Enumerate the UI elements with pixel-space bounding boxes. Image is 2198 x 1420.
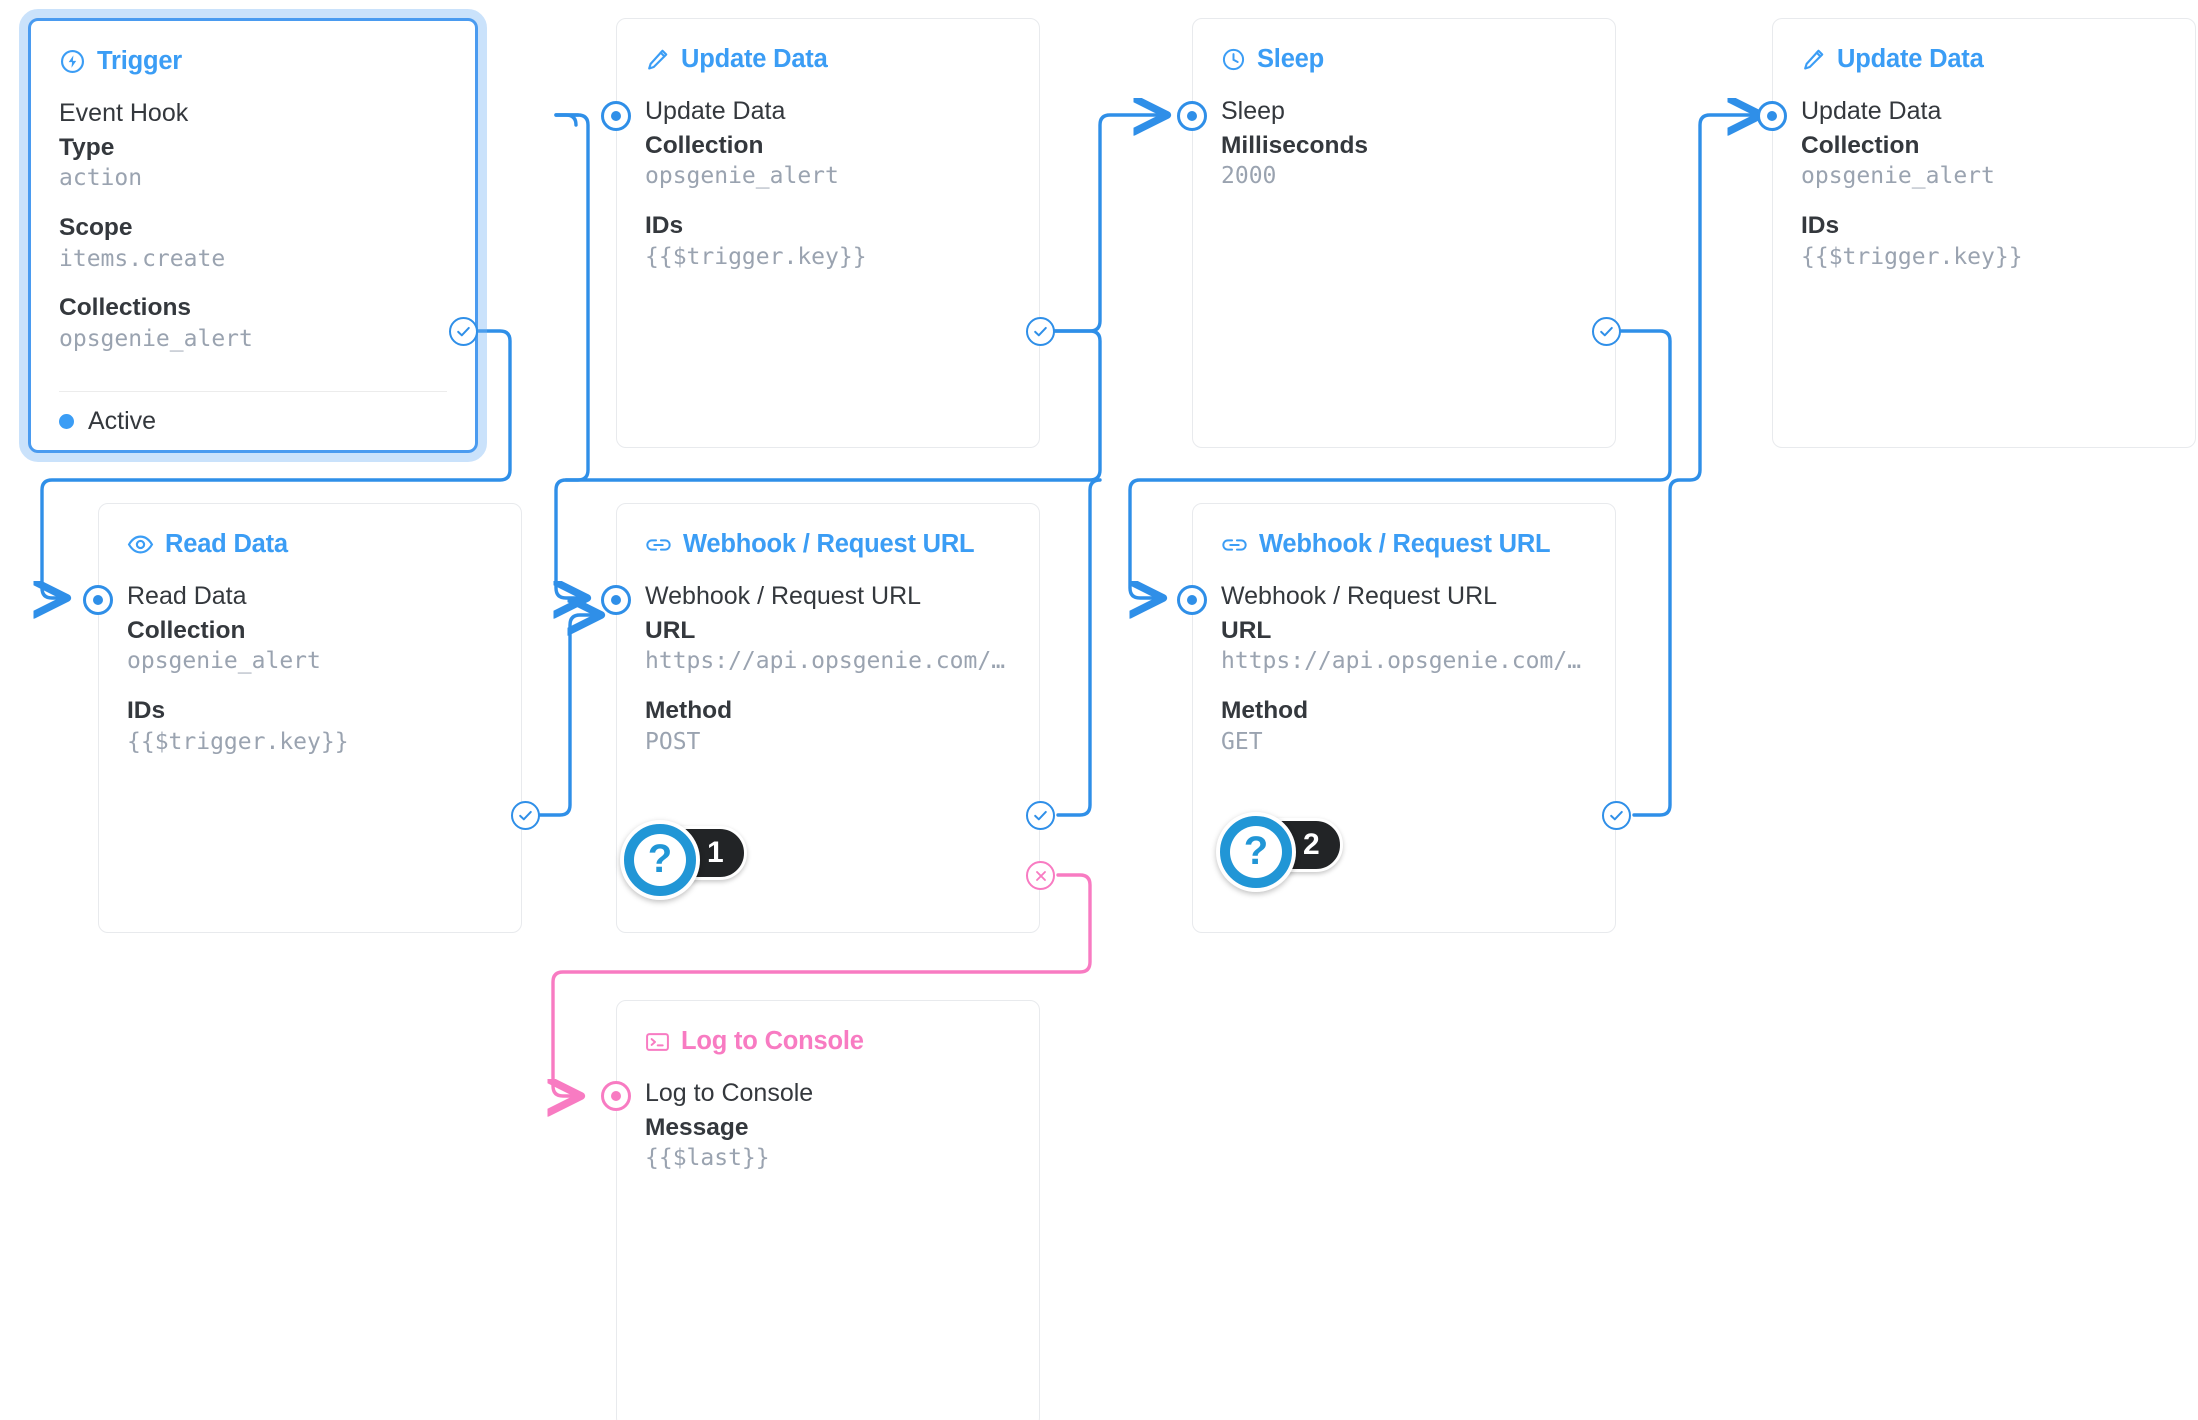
field-label-milliseconds: Milliseconds [1221,131,1369,159]
card-header-update-data-2: Update Data [1801,45,2167,74]
field-value-collection: opsgenie_alert [645,163,839,190]
field-label-type: Type [59,133,115,161]
hint-glyph: ? [1230,826,1282,878]
resolve-port-webhook-post[interactable] [1026,801,1055,830]
field-value-collections: opsgenie_alert [59,325,253,352]
resolve-port-sleep[interactable] [1592,317,1621,346]
hint-badge-1[interactable]: 1 ? [620,820,747,900]
field-label-method: Method [1221,696,1309,724]
field-value-message: {{$last}} [645,1145,770,1172]
hint-glyph: ? [634,834,686,886]
field-value-ids: {{$trigger.key}} [127,728,349,755]
input-port-update-data-1[interactable] [601,101,631,131]
field-label-collection: Collection [127,616,246,644]
node-row-name: Webhook / Request URL [1221,582,1498,610]
node-row-name: Update Data [645,97,786,125]
input-port-read-data[interactable] [83,585,113,615]
card-title: Read Data [165,530,288,558]
node-row-name: Webhook / Request URL [645,582,922,610]
input-port-log-to-console[interactable] [601,1081,631,1111]
field-label-message: Message [645,1113,749,1141]
field-value-url: https://api.opsgenie.com/v… [645,648,1011,675]
eye-icon [127,531,154,558]
input-port-webhook-post[interactable] [601,585,631,615]
field-label-ids: IDs [645,211,684,239]
field-value-ids: {{$trigger.key}} [1801,243,2023,270]
lightning-bolt-circle-icon [59,48,86,75]
field-value-method: GET [1221,728,1263,755]
divider [59,391,447,392]
hint-count-label: 1 [707,836,724,869]
field-label-scope: Scope [59,213,133,241]
resolve-port-trigger[interactable] [449,317,478,346]
resolve-port-update-data-1[interactable] [1026,317,1055,346]
card-header-log-to-console: Log to Console [645,1027,1011,1056]
card-header-trigger: Trigger [59,47,447,76]
reject-port-webhook-post[interactable] [1026,861,1055,890]
node-row-name: Read Data [127,582,247,610]
card-title: Webhook / Request URL [683,530,975,558]
field-value-method: POST [645,728,701,755]
node-card-update-data-1[interactable]: Update Data Update Data Collection opsge… [616,18,1040,448]
card-title: Sleep [1257,45,1325,73]
status-label: Active [88,407,157,435]
hint-count-label: 2 [1303,828,1320,861]
field-label-collection: Collection [1801,131,1920,159]
node-card-read-data[interactable]: Read Data Read Data Collection opsgenie_… [98,503,522,933]
status-dot-icon [59,414,74,429]
clock-icon [1221,47,1246,72]
node-row-name: Sleep [1221,97,1285,125]
node-row-name: Log to Console [645,1079,814,1107]
node-card-sleep[interactable]: Sleep Sleep Milliseconds 2000 [1192,18,1616,448]
field-value-ids: {{$trigger.key}} [645,243,867,270]
hint-badge-2[interactable]: 2 ? [1216,812,1343,892]
input-port-webhook-get[interactable] [1177,585,1207,615]
node-card-log-to-console[interactable]: Log to Console Log to Console Message {{… [616,1000,1040,1420]
field-value-milliseconds: 2000 [1221,163,1277,190]
card-title: Log to Console [681,1027,864,1055]
node-row-name: Update Data [1801,97,1942,125]
input-port-update-data-2[interactable] [1757,101,1787,131]
resolve-port-read-data[interactable] [511,801,540,830]
field-label-collection: Collection [645,131,764,159]
card-header-sleep: Sleep [1221,45,1587,74]
field-label-ids: IDs [1801,211,1840,239]
node-card-trigger[interactable]: Trigger Event Hook Type action Scope ite… [19,9,487,462]
question-mark-icon-1[interactable]: ? [620,820,700,900]
field-value-collection: opsgenie_alert [1801,163,1995,190]
field-label-method: Method [645,696,733,724]
node-row-name: Event Hook [59,99,189,127]
status-badge: Active [59,407,156,436]
question-mark-icon-2[interactable]: ? [1216,812,1296,892]
field-value-url: https://api.opsgenie.com/v… [1221,648,1587,675]
field-value-collection: opsgenie_alert [127,648,321,675]
card-header-read-data: Read Data [127,530,493,559]
pencil-icon [645,47,670,72]
input-port-sleep[interactable] [1177,101,1207,131]
field-label-url: URL [645,616,696,644]
card-title: Trigger [97,47,183,75]
field-value-scope: items.create [59,245,226,272]
card-title: Update Data [1837,45,1984,73]
terminal-icon [645,1031,670,1053]
card-title: Webhook / Request URL [1259,530,1551,558]
pencil-icon [1801,47,1826,72]
field-label-collections: Collections [59,293,192,321]
card-title: Update Data [681,45,828,73]
node-card-update-data-2[interactable]: Update Data Update Data Collection opsge… [1772,18,2196,448]
card-header-update-data-1: Update Data [645,45,1011,74]
field-label-ids: IDs [127,696,166,724]
field-label-url: URL [1221,616,1272,644]
card-header-webhook-get: Webhook / Request URL [1221,530,1587,559]
link-icon [645,535,672,555]
card-header-webhook-post: Webhook / Request URL [645,530,1011,559]
link-icon [1221,535,1248,555]
resolve-port-webhook-get[interactable] [1602,801,1631,830]
field-value-type: action [59,165,143,192]
